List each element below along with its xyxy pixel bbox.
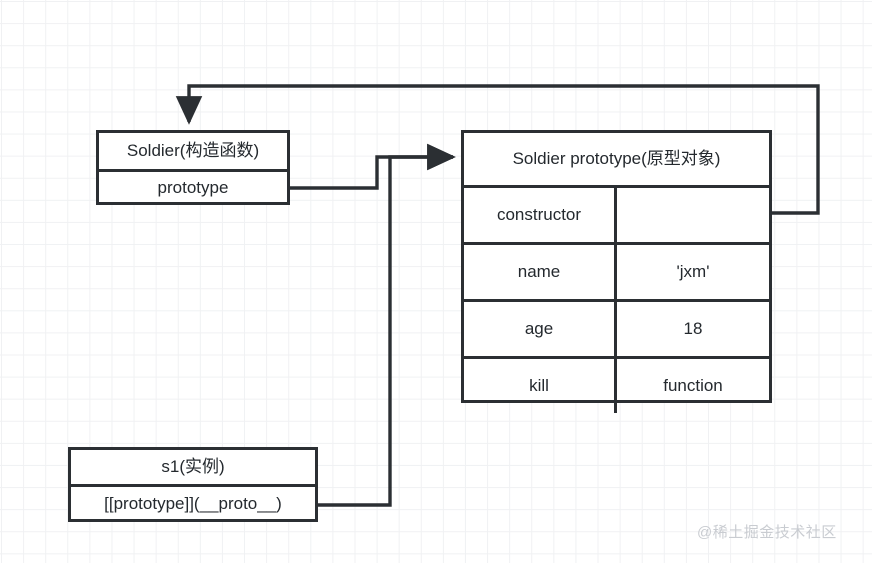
node-soldier-constructor[interactable]: Soldier(构造函数) prototype [96,130,290,205]
node-soldier-constructor-header: Soldier(构造函数) [99,133,287,172]
prototype-value-name: 'jxm' [676,261,710,281]
node-s1-instance-row-proto[interactable]: [[prototype]](__proto__) [104,494,282,514]
connector-instance-proto-to-proto-object [318,143,456,507]
watermark: @稀土掘金技术社区 [697,524,837,541]
prototype-value-constructor [617,188,769,242]
prototype-key-name: name [464,245,617,299]
prototype-key-constructor: constructor [464,188,617,242]
node-soldier-prototype-header: Soldier prototype(原型对象) [464,133,769,188]
table-row[interactable]: name 'jxm' [464,245,769,302]
prototype-key-kill: kill [464,359,617,413]
connector-prototype-to-proto-object [290,143,456,190]
node-soldier-prototype[interactable]: Soldier prototype(原型对象) constructor name… [461,130,772,413]
table-row[interactable]: age 18 [464,302,769,359]
table-row[interactable]: constructor [464,188,769,245]
table-row[interactable]: kill function [464,359,769,413]
prototype-value-kill: function [663,375,723,395]
prototype-value-age: 18 [683,318,703,338]
node-s1-instance[interactable]: s1(实例) [[prototype]](__proto__) [68,447,318,522]
node-soldier-constructor-row-prototype[interactable]: prototype [157,178,229,198]
prototype-key-age: age [464,302,617,356]
node-s1-instance-header: s1(实例) [71,450,315,487]
